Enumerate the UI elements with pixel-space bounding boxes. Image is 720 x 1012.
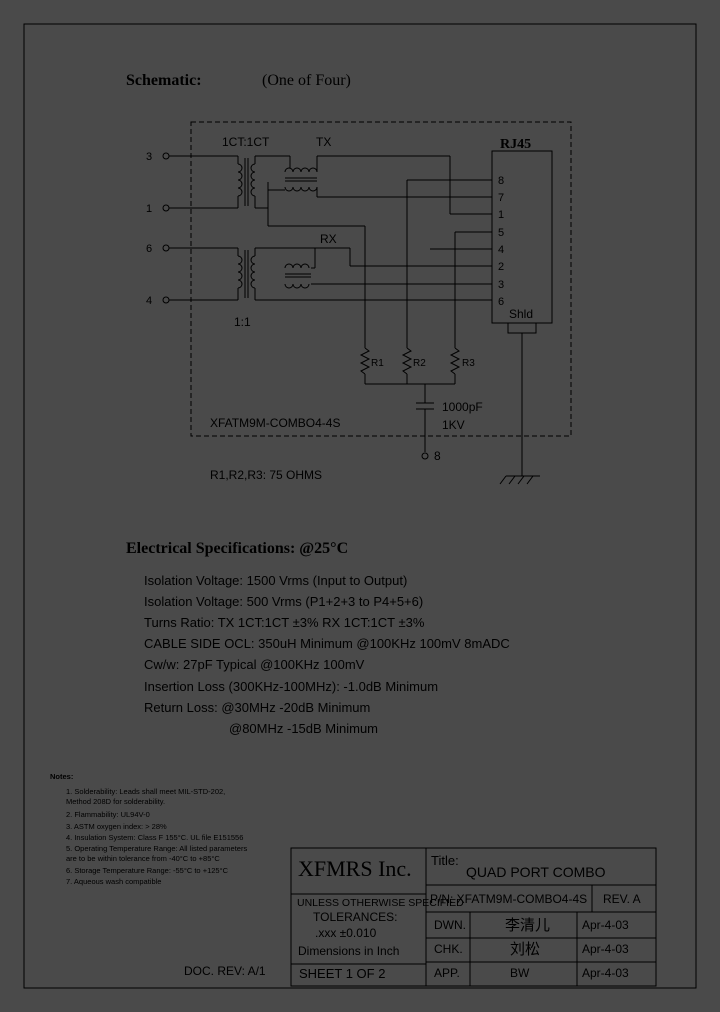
input-pin: 4 — [146, 295, 152, 307]
spec-line: Isolation Voltage: 1500 Vrms (Input to O… — [144, 573, 408, 588]
note-line: 4. Insulation System: Class F 155°C. UL … — [66, 833, 244, 842]
tx-label: TX — [316, 135, 331, 149]
spec-line: Turns Ratio: TX 1CT:1CT ±3% RX 1CT:1CT ±… — [144, 615, 425, 630]
cap-value: 1000pF — [442, 400, 483, 414]
input-pin: 1 — [146, 203, 152, 215]
spec-line: Isolation Voltage: 500 Vrms (P1+2+3 to P… — [144, 594, 424, 609]
checked-signature: 刘松 — [510, 940, 541, 958]
shield-label: Shld — [509, 307, 533, 321]
rj45-pin: 6 — [498, 296, 504, 308]
ratio-bottom: 1:1 — [234, 315, 251, 329]
part-number: P/N: XFATM9M-COMBO4-4S — [430, 892, 588, 906]
note-line: 6. Storage Temperature Range: -55°C to +… — [66, 866, 228, 875]
schematic-title: Schematic: — [126, 72, 202, 89]
resistor-label: R2 — [413, 358, 426, 369]
notes-title: Notes: — [50, 772, 74, 781]
rj45-pin: 4 — [498, 244, 504, 256]
tolerances-label: TOLERANCES: — [313, 910, 398, 924]
rx-label: RX — [320, 232, 337, 246]
title-label: Title: — [431, 853, 459, 868]
note-line: 1. Solderability: Leads shall meet MIL-S… — [66, 787, 226, 796]
rj45-pin: 5 — [498, 227, 504, 239]
connector-title: RJ45 — [500, 137, 531, 152]
drawn-date: Apr-4-03 — [582, 918, 629, 932]
approved-label: APP. — [434, 966, 460, 980]
ratio-top: 1CT:1CT — [222, 135, 270, 149]
rj45-pin-numbers: 8 7 1 5 4 2 3 6 — [498, 175, 504, 308]
doc-revision: DOC. REV: A/1 — [184, 964, 266, 978]
sheet-number: SHEET 1 OF 2 — [299, 966, 386, 981]
rj45-pin: 3 — [498, 279, 504, 291]
approved-date: Apr-4-03 — [582, 966, 629, 980]
electrical-title: Electrical Specifications: @25°C — [126, 540, 349, 557]
resistor-label: R3 — [462, 358, 475, 369]
drawing-title: QUAD PORT COMBO — [466, 864, 606, 880]
revision: REV. A — [603, 892, 641, 906]
tolerance-value: .xxx ±0.010 — [315, 926, 377, 940]
rj45-pin: 7 — [498, 192, 504, 204]
checked-date: Apr-4-03 — [582, 942, 629, 956]
note-line: are to be within tolerance from -40°C to… — [66, 854, 220, 863]
module-boundary — [190, 121, 572, 437]
checked-label: CHK. — [434, 942, 463, 956]
rj45-pin: 1 — [498, 209, 504, 221]
note-line: 7. Aqueous wash compatible — [66, 877, 162, 886]
unless-specified: UNLESS OTHERWISE SPECIFIED — [297, 897, 464, 909]
company-name: XFMRS Inc. — [298, 856, 412, 881]
spec-line: CABLE SIDE OCL: 350uH Minimum @100KHz 10… — [144, 636, 510, 651]
note-line: 2. Flammability: UL94V-0 — [66, 810, 150, 819]
note-line: 5. Operating Temperature Range: All list… — [66, 844, 248, 853]
ground-pin: 8 — [434, 449, 441, 463]
note-line: Method 208D for solderability. — [66, 797, 166, 806]
cap-voltage: 1KV — [442, 418, 465, 432]
spec-line: @80MHz -15dB Minimum — [229, 721, 379, 736]
resistor-note: R1,R2,R3: 75 OHMS — [210, 468, 323, 482]
input-pin: 3 — [146, 151, 152, 163]
spec-line: Return Loss: @30MHz -20dB Minimum — [144, 700, 371, 715]
resistor-label: R1 — [371, 358, 384, 369]
part-label: XFATM9M-COMBO4-4S — [210, 416, 340, 430]
drawn-label: DWN. — [434, 918, 466, 932]
spec-line: Insertion Loss (300KHz-100MHz): -1.0dB M… — [144, 679, 439, 694]
rj45-pin: 8 — [498, 175, 504, 187]
rj45-pin: 2 — [498, 261, 504, 273]
schematic-subtitle: (One of Four) — [262, 72, 351, 89]
drawn-signature: 李清儿 — [505, 916, 551, 934]
dimensions-unit: Dimensions in Inch — [298, 944, 400, 958]
note-line: 3. ASTM oxygen index: > 28% — [66, 822, 167, 831]
spec-line: Cw/w: 27pF Typical @100KHz 100mV — [144, 657, 365, 672]
input-pin-numbers: 3 1 6 4 — [146, 151, 152, 307]
input-pin: 6 — [146, 243, 152, 255]
approved-signature: BW — [510, 966, 530, 980]
